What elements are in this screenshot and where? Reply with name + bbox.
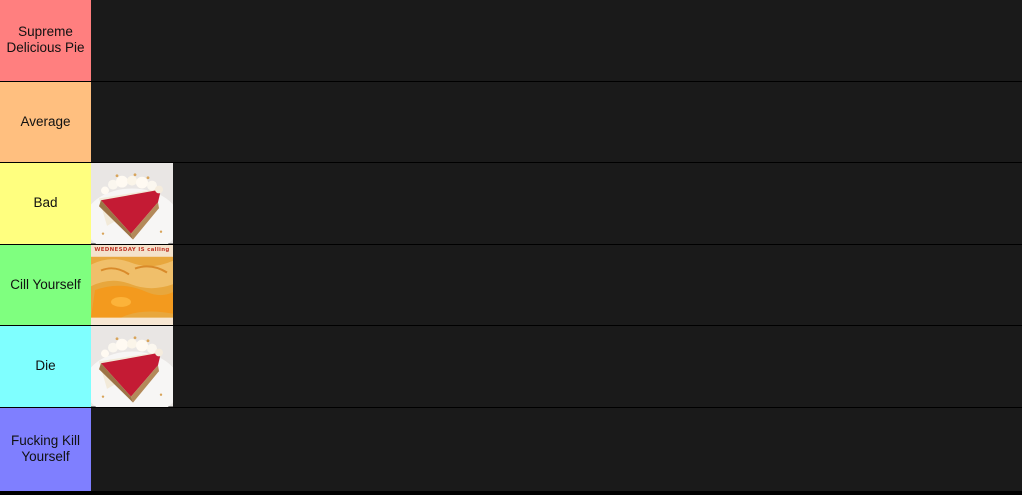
tier-label[interactable]: Supreme Delicious Pie (0, 0, 91, 81)
tier-items[interactable]: WEDNESDAY IS calling (91, 244, 1022, 325)
tier-label[interactable]: Average (0, 81, 91, 162)
tier-label[interactable]: Die (0, 326, 91, 407)
tier-row-die: Die (0, 326, 1022, 408)
tier-row-cill: Cill Yourself WEDNESDAY IS calling (0, 244, 1022, 326)
tier-items[interactable] (91, 163, 1022, 244)
tier-row-average: Average (0, 81, 1022, 163)
peach-pie-image[interactable]: WEDNESDAY IS calling (91, 244, 173, 325)
cherry-cream-pie-image[interactable] (91, 163, 173, 244)
tier-label[interactable]: Bad (0, 163, 91, 244)
tile-caption: WEDNESDAY IS calling (94, 246, 170, 253)
tier-items[interactable] (91, 326, 1022, 407)
tier-items[interactable] (91, 407, 1022, 491)
tier-label[interactable]: Cill Yourself (0, 244, 91, 325)
tier-row-fk: Fucking Kill Yourself (0, 407, 1022, 491)
tier-row-supreme: Supreme Delicious Pie (0, 0, 1022, 82)
tier-row-bad: Bad (0, 163, 1022, 245)
tier-items[interactable] (91, 81, 1022, 162)
tier-items[interactable] (91, 0, 1022, 81)
cherry-cream-pie-image[interactable] (91, 326, 173, 407)
tier-label[interactable]: Fucking Kill Yourself (0, 407, 91, 491)
